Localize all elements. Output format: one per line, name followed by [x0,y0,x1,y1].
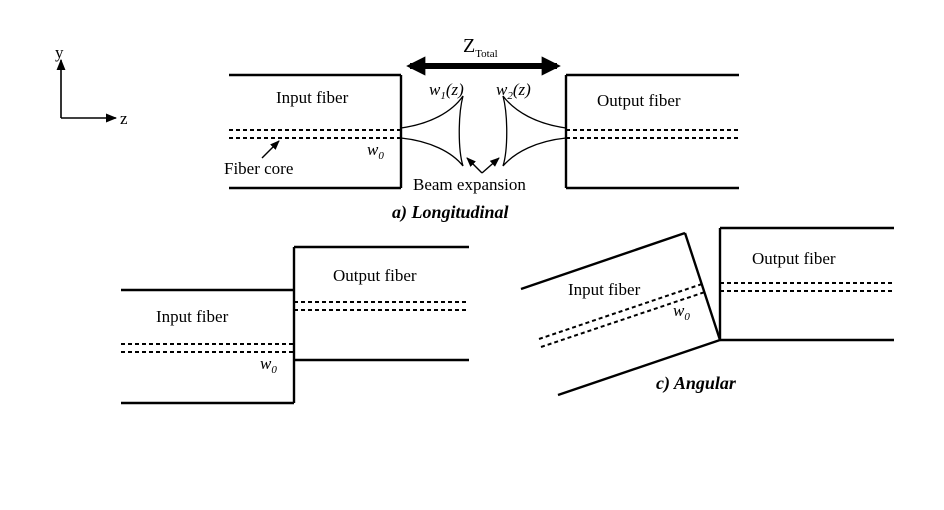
input-fiber-core [540,291,706,348]
w0-label: w0 [673,301,690,323]
input-fiber-core [538,283,703,340]
longitudinal-misalignment-panel: ZTotal Input fiber Output fiber w1(z) w2… [224,35,739,223]
beam-expansion-pointer-left [466,157,483,174]
coordinate-axes: y z [55,43,128,128]
input-fiber-end-face [683,232,722,341]
output-fiber-label: Output fiber [597,91,681,110]
fiber-core-label: Fiber core [224,159,293,178]
w1-label: w1(z) [429,80,464,102]
input-fiber-label: Input fiber [156,307,229,326]
fiber-core-pointer-arrow [261,140,280,159]
angular-misalignment-panel: Input fiber Output fiber w0 c) Angular [520,226,894,397]
w0-label: w0 [367,140,384,162]
output-fiber-label: Output fiber [752,249,836,268]
input-fiber-bottom-edge [557,338,721,397]
beam-expansion-label: Beam expansion [413,175,526,194]
angular-caption: c) Angular [656,373,737,394]
beam-expansion-curves [400,95,567,167]
input-fiber-label: Input fiber [568,280,641,299]
input-fiber-top-edge [520,231,686,291]
lateral-offset-panel: Input fiber Output fiber w0 [121,245,469,405]
longitudinal-caption: a) Longitudinal [392,202,509,223]
w0-label: w0 [260,354,277,376]
beam-expansion-pointer-right [481,157,500,174]
y-axis-label: y [55,43,64,62]
w2-label: w2(z) [496,80,531,102]
z-total-label: ZTotal [463,35,498,60]
input-fiber-label: Input fiber [276,88,349,107]
z-axis-label: z [120,109,128,128]
output-fiber-label: Output fiber [333,266,417,285]
